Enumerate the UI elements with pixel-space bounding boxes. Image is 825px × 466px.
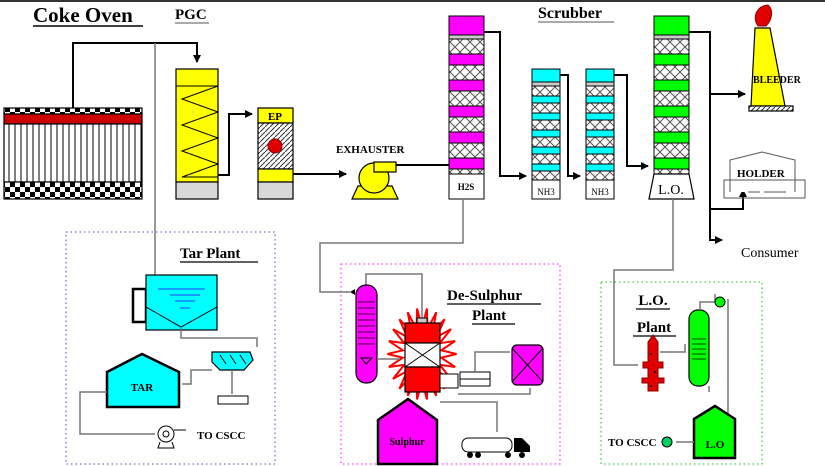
holder-label: HOLDER bbox=[737, 168, 786, 180]
pgc-label: PGC bbox=[175, 7, 207, 23]
h2s-scrubber-column[interactable] bbox=[448, 15, 485, 200]
lo-tank-label: L.O bbox=[706, 439, 725, 451]
pipe-lo-to-plant bbox=[613, 199, 674, 366]
nh3-label-1: NH3 bbox=[537, 187, 555, 197]
scrubber-columns bbox=[448, 15, 690, 200]
flame-icon bbox=[754, 4, 773, 27]
pipe-h2s-to-desulphur bbox=[319, 199, 464, 293]
pipe-nh3-to-nh3 bbox=[560, 74, 581, 180]
lo-pump-icon[interactable] bbox=[661, 436, 673, 448]
pipe-nh3-to-lo bbox=[614, 74, 649, 170]
pipe-to-truck bbox=[440, 401, 498, 432]
exhauster-label: EXHAUSTER bbox=[336, 144, 406, 156]
lo-column-base bbox=[648, 173, 695, 200]
gas-holder[interactable] bbox=[723, 151, 806, 199]
desulphur-plant-boundary bbox=[340, 263, 561, 465]
sulphur-regenerator[interactable] bbox=[404, 317, 441, 393]
sulphur-tanker-truck[interactable] bbox=[461, 437, 530, 458]
coke-oven-label: Coke Oven bbox=[33, 3, 133, 27]
ep-label: EP bbox=[268, 111, 282, 123]
tar-transfer-pump[interactable] bbox=[157, 425, 186, 449]
consumer-label: Consumer bbox=[741, 246, 799, 261]
pipe-oven-to-pgc bbox=[72, 42, 201, 108]
desulphur-reactor[interactable] bbox=[511, 344, 544, 386]
lo-stripper-tower[interactable] bbox=[641, 334, 665, 392]
lo-rectifier-column[interactable] bbox=[688, 309, 710, 387]
tar-plant-boundary bbox=[65, 231, 276, 465]
pipe-to-consumer bbox=[689, 31, 723, 244]
desulphur-title-line1: De-Sulphur bbox=[447, 288, 522, 304]
tar-cart bbox=[217, 395, 249, 405]
pipe-to-reactor bbox=[458, 351, 531, 395]
tar-plant-title: Tar Plant bbox=[180, 246, 240, 262]
coke-oven-battery[interactable] bbox=[3, 107, 143, 200]
pipe-absorber-to-regenerator bbox=[365, 273, 423, 322]
pipe-h2s-to-nh3 bbox=[484, 31, 527, 180]
h2s-absorber-column[interactable] bbox=[355, 284, 378, 384]
pipe-tar-to-pump bbox=[79, 391, 155, 435]
bleeder-stack[interactable] bbox=[748, 4, 794, 112]
nh3-label-2: NH3 bbox=[591, 187, 609, 197]
exhauster-fan[interactable] bbox=[351, 161, 399, 200]
tar-to-cscc-label: TO CSCC bbox=[197, 430, 245, 442]
arrow-into-absorber bbox=[350, 289, 355, 295]
lo-storage-tank[interactable] bbox=[692, 404, 737, 460]
desulphur-title-line2: Plant bbox=[472, 308, 506, 324]
tar-decanter-tank[interactable] bbox=[131, 274, 218, 331]
pipe-to-holder bbox=[710, 189, 747, 210]
sulphur-storage-label: Sulphur bbox=[389, 437, 425, 448]
lo-scrubber-column[interactable] bbox=[653, 15, 690, 175]
tar-storage-tank[interactable] bbox=[105, 352, 181, 409]
lo-column-label: L.O. bbox=[658, 183, 684, 198]
ep-electrode-icon bbox=[267, 138, 283, 154]
lo-plant-title-line2: Plant bbox=[637, 320, 671, 336]
pipe-tank-to-filter bbox=[180, 328, 258, 347]
lo-to-cscc-label: TO CSCC bbox=[608, 437, 656, 449]
scrubber-label: Scrubber bbox=[538, 5, 602, 22]
primary-gas-cooler[interactable] bbox=[175, 68, 220, 200]
tar-tank-label: TAR bbox=[131, 382, 154, 394]
sulphur-storage[interactable] bbox=[376, 397, 439, 466]
heat-exchanger[interactable] bbox=[439, 371, 491, 389]
h2s-label: H2S bbox=[458, 182, 475, 192]
nh3-scrubber-column-1[interactable] bbox=[531, 68, 561, 200]
pipe-tar-to-filter bbox=[182, 369, 212, 385]
pipe-to-tar-tank bbox=[147, 43, 156, 288]
electrostatic-precipitator[interactable] bbox=[257, 107, 294, 200]
tar-filter-press[interactable] bbox=[211, 351, 254, 405]
lo-plant-boundary bbox=[600, 281, 763, 465]
lo-plant-title-line1: L.O. bbox=[638, 293, 667, 309]
lo-condenser-icon bbox=[714, 296, 726, 308]
nh3-scrubber-column-2[interactable] bbox=[585, 68, 615, 200]
pipe-stripper-to-column bbox=[660, 344, 686, 353]
pipe-pgc-to-ep bbox=[218, 110, 253, 176]
bleeder-label: BLEEDER bbox=[753, 75, 802, 86]
